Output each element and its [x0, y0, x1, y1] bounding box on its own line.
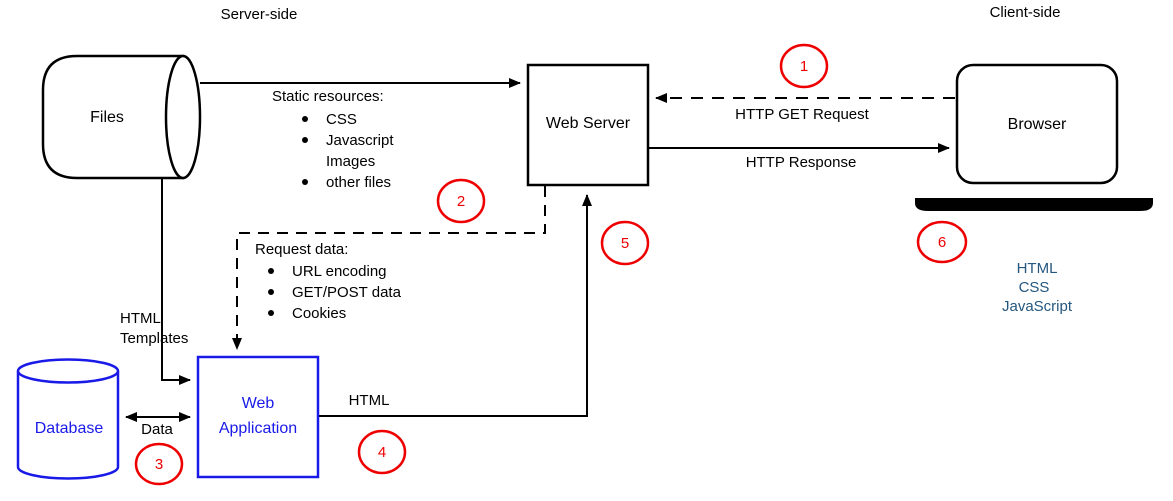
step-3-badge: 3	[134, 442, 184, 486]
bullet-icon	[302, 116, 308, 122]
step-2-badge: 2	[436, 178, 486, 224]
http-get-request-label: HTTP GET Request	[735, 106, 869, 123]
browser-output-item: CSS	[1019, 279, 1050, 296]
bullet-icon	[268, 268, 274, 274]
step-1-number: 1	[800, 58, 808, 75]
step-3-number: 3	[155, 456, 163, 473]
step-1-badge: 1	[779, 43, 829, 89]
web-server-node: Web Server	[526, 63, 650, 187]
files-node: Files	[41, 54, 202, 180]
web-server-label: Web Server	[546, 115, 631, 132]
request-data-item: GET/POST data	[292, 284, 402, 301]
html-label: HTML	[349, 392, 390, 409]
bullet-icon	[302, 137, 308, 143]
server-side-label: Server-side	[221, 6, 298, 23]
static-resources-item: Images	[326, 153, 375, 170]
request-data-item: Cookies	[292, 305, 346, 322]
web-application-node: Web Application	[196, 355, 320, 479]
static-resources-item: Javascript	[326, 132, 394, 149]
step-4-number: 4	[378, 444, 386, 461]
static-resources-title: Static resources:	[272, 88, 384, 105]
request-data-title: Request data:	[255, 241, 348, 258]
html-arrow	[318, 194, 592, 417]
files-label: Files	[90, 109, 124, 126]
step-2-number: 2	[457, 193, 465, 210]
web-application-label-line2: Application	[219, 420, 297, 437]
step-5-number: 5	[621, 235, 629, 252]
bullet-icon	[268, 310, 274, 316]
browser-label: Browser	[1008, 116, 1067, 133]
request-data-list: Request data: URL encoding GET/POST data…	[255, 241, 402, 322]
browser-node: Browser	[915, 63, 1153, 211]
static-resources-list: Static resources: CSS Javascript Images …	[272, 88, 394, 191]
browser-output-item: HTML	[1017, 260, 1058, 277]
html-templates-label-line1: HTML	[120, 310, 161, 327]
step-6-badge: 6	[916, 220, 968, 264]
bullet-icon	[268, 289, 274, 295]
html-templates-arrow	[161, 178, 191, 385]
static-resources-item: other files	[326, 174, 391, 191]
browser-output-list: HTML CSS JavaScript	[1002, 260, 1073, 315]
laptop-base-shape	[915, 198, 1153, 211]
data-label: Data	[141, 421, 173, 438]
database-node: Database	[16, 358, 120, 480]
static-resources-item: CSS	[326, 111, 357, 128]
request-data-item: URL encoding	[292, 263, 387, 280]
step-5-badge: 5	[600, 220, 650, 266]
request-data-arrow	[232, 186, 546, 350]
client-side-label: Client-side	[990, 4, 1061, 21]
http-response-label: HTTP Response	[746, 154, 857, 171]
step-6-number: 6	[938, 234, 946, 251]
bullet-icon	[302, 179, 308, 185]
database-label: Database	[35, 420, 104, 437]
web-application-label-line1: Web	[242, 395, 275, 412]
html-templates-label-line2: Templates	[120, 330, 188, 347]
step-4-badge: 4	[357, 429, 407, 475]
browser-output-item: JavaScript	[1002, 298, 1073, 315]
